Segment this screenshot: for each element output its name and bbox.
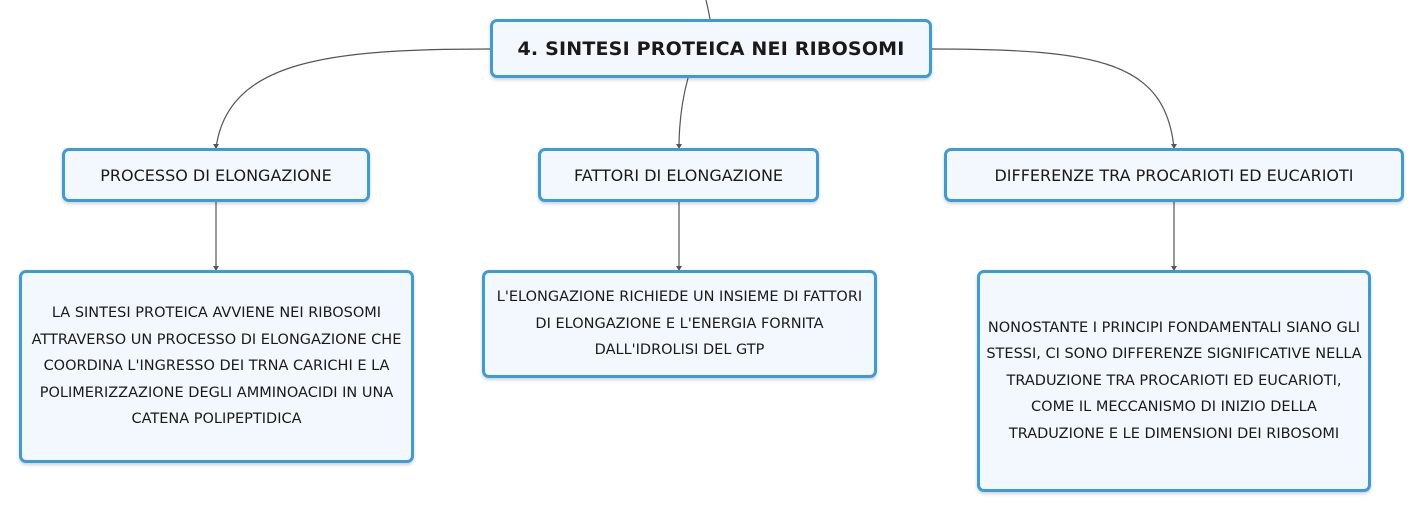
detail-elongation-process[interactable]: LA SINTESI PROTEICA AVVIENE NEI RIBOSOMI… (19, 270, 414, 463)
connector-root-to-elongation-process (215, 48, 491, 149)
detail-text: L'ELONGAZIONE RICHIEDE UN INSIEME DI FAT… (496, 289, 863, 359)
connector-root-to-differences (931, 48, 1175, 149)
root-topic-label: 4. SINTESI PROTEICA NEI RIBOSOMI (517, 37, 905, 60)
connector-incoming-root (705, 0, 711, 20)
connector-root-to-elongation-factors (678, 77, 689, 149)
detail-text: NONOSTANTE I PRINCIPI FONDAMENTALI SIANO… (986, 319, 1362, 442)
root-topic[interactable]: 4. SINTESI PROTEICA NEI RIBOSOMI (490, 19, 932, 78)
topic-label: PROCESSO DI ELONGAZIONE (100, 165, 332, 185)
topic-prokaryote-eukaryote-differences[interactable]: DIFFERENZE TRA PROCARIOTI ED EUCARIOTI (944, 148, 1404, 202)
detail-text: LA SINTESI PROTEICA AVVIENE NEI RIBOSOMI… (31, 305, 402, 428)
detail-differences[interactable]: NONOSTANTE I PRINCIPI FONDAMENTALI SIANO… (977, 270, 1371, 492)
topic-elongation-factors[interactable]: FATTORI DI ELONGAZIONE (538, 148, 819, 202)
topic-elongation-process[interactable]: PROCESSO DI ELONGAZIONE (62, 148, 370, 202)
detail-elongation-factors[interactable]: L'ELONGAZIONE RICHIEDE UN INSIEME DI FAT… (482, 270, 877, 378)
topic-label: FATTORI DI ELONGAZIONE (573, 165, 784, 185)
topic-label: DIFFERENZE TRA PROCARIOTI ED EUCARIOTI (994, 165, 1354, 185)
